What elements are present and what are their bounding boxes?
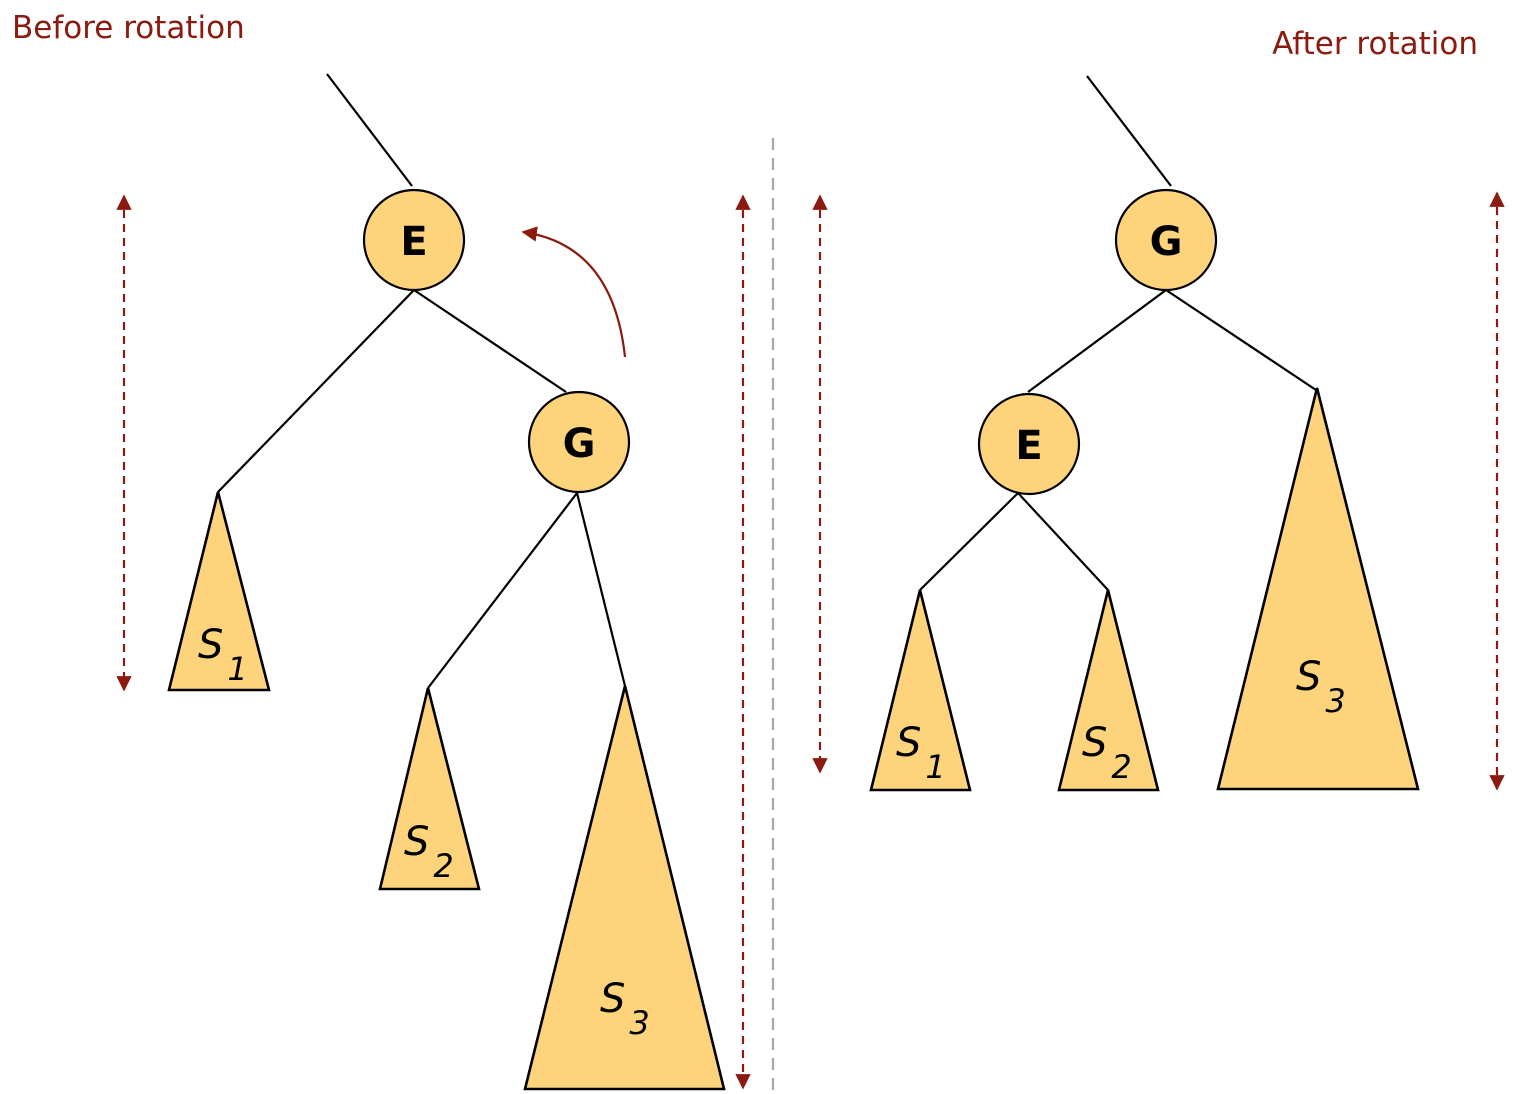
parent-edge bbox=[1086, 75, 1172, 187]
subtree-triangle bbox=[523, 685, 726, 1091]
subtree-s2: S2 bbox=[1057, 589, 1160, 792]
edge-g-s3 bbox=[1165, 289, 1317, 391]
subtree-label: S1 bbox=[896, 720, 946, 786]
edge-g-s2 bbox=[427, 492, 578, 689]
node-e: E bbox=[362, 188, 466, 292]
before-rotation-title: Before rotation bbox=[12, 10, 245, 46]
subtree-triangle bbox=[378, 687, 481, 891]
subtree-label: S2 bbox=[1082, 720, 1132, 786]
edge-e-s1 bbox=[919, 492, 1019, 591]
rotation-arrow bbox=[521, 226, 627, 358]
subtree-s2: S2 bbox=[378, 687, 481, 891]
node-label: G bbox=[563, 421, 596, 467]
node-circle bbox=[977, 392, 1081, 496]
before-rotation-panel: Before rotation S1 S2 S3 bbox=[12, 10, 751, 1091]
parent-edge bbox=[326, 73, 413, 187]
subtree-label: S3 bbox=[600, 976, 650, 1042]
subtree-label: S2 bbox=[404, 819, 454, 885]
node-label: E bbox=[400, 219, 427, 265]
subtree-s1: S1 bbox=[167, 491, 271, 692]
node-circle bbox=[527, 390, 631, 494]
after-rotation-title: After rotation bbox=[1272, 26, 1478, 62]
subtree-s1: S1 bbox=[869, 589, 972, 792]
subtree-s3: S3 bbox=[523, 685, 726, 1091]
edge-g-e bbox=[1027, 289, 1167, 393]
subtree-label: S1 bbox=[198, 622, 248, 688]
node-e: E bbox=[977, 392, 1081, 496]
edge-g-s3 bbox=[575, 492, 627, 687]
node-circle bbox=[362, 188, 466, 292]
node-circle bbox=[1114, 188, 1218, 292]
node-g: G bbox=[527, 390, 631, 494]
subtree-label: S3 bbox=[1296, 654, 1346, 720]
subtree-triangle bbox=[167, 491, 271, 692]
subtree-triangle bbox=[1057, 589, 1160, 792]
edge-e-g bbox=[413, 289, 567, 393]
after-rotation-panel: After rotation S1 S2 S3 bbox=[812, 26, 1505, 792]
subtree-triangle bbox=[869, 589, 972, 792]
edge-e-s2 bbox=[1017, 492, 1109, 591]
subtree-triangle bbox=[1216, 387, 1420, 791]
node-g: G bbox=[1114, 188, 1218, 292]
node-label: G bbox=[1150, 219, 1183, 265]
node-label: E bbox=[1015, 423, 1042, 469]
edge-e-s1 bbox=[217, 289, 415, 493]
subtree-s3: S3 bbox=[1216, 387, 1420, 791]
